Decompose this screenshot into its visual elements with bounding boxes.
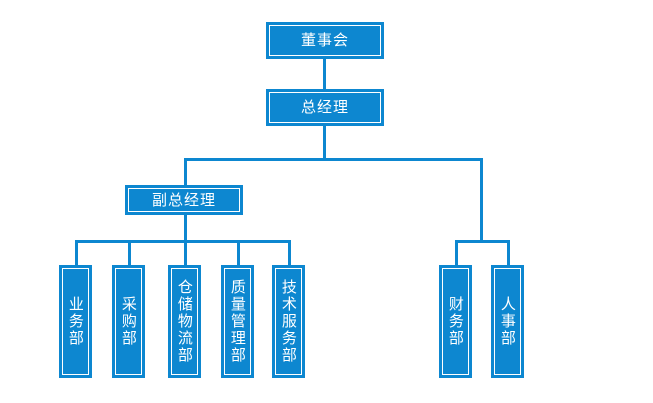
- connector-drop-quality: [237, 240, 240, 266]
- connector-to-deputy-gm: [184, 158, 187, 185]
- node-hr-department[interactable]: 人事部: [491, 265, 524, 378]
- connector-right-fan-bar: [455, 240, 510, 243]
- connector-board-to-gm: [323, 58, 326, 89]
- node-general-manager-label: 总经理: [269, 92, 381, 123]
- node-general-manager[interactable]: 总经理: [266, 89, 384, 126]
- node-finance-department[interactable]: 财务部: [439, 265, 472, 378]
- node-quality-management-department[interactable]: 质量管理部: [221, 265, 254, 378]
- node-business-department[interactable]: 业务部: [59, 265, 92, 378]
- connector-main-split-bar: [184, 158, 483, 161]
- node-hr-department-label: 人事部: [494, 268, 521, 375]
- connector-drop-warehousing: [184, 240, 187, 266]
- connector-right-branch-drop: [480, 158, 483, 241]
- node-quality-management-department-label: 质量管理部: [224, 268, 251, 375]
- node-finance-department-label: 财务部: [442, 268, 469, 375]
- connector-drop-business: [75, 240, 78, 266]
- node-board-label: 董事会: [269, 25, 381, 56]
- connector-drop-finance: [455, 240, 458, 266]
- node-deputy-general-manager[interactable]: 副总经理: [125, 185, 243, 215]
- node-technical-service-department-label: 技术服务部: [275, 268, 302, 375]
- node-warehousing-logistics-department-label: 仓储物流部: [171, 268, 198, 375]
- connector-drop-purchasing: [128, 240, 131, 266]
- connector-deputy-gm-trunk: [184, 214, 187, 242]
- connector-drop-tech: [288, 240, 291, 266]
- connector-left-fan-bar: [75, 240, 291, 243]
- node-deputy-general-manager-label: 副总经理: [128, 188, 240, 212]
- node-warehousing-logistics-department[interactable]: 仓储物流部: [168, 265, 201, 378]
- node-purchasing-department[interactable]: 采购部: [112, 265, 145, 378]
- connector-drop-hr: [507, 240, 510, 266]
- node-purchasing-department-label: 采购部: [115, 268, 142, 375]
- node-board[interactable]: 董事会: [266, 22, 384, 59]
- node-technical-service-department[interactable]: 技术服务部: [272, 265, 305, 378]
- node-business-department-label: 业务部: [62, 268, 89, 375]
- connector-gm-trunk: [323, 125, 326, 161]
